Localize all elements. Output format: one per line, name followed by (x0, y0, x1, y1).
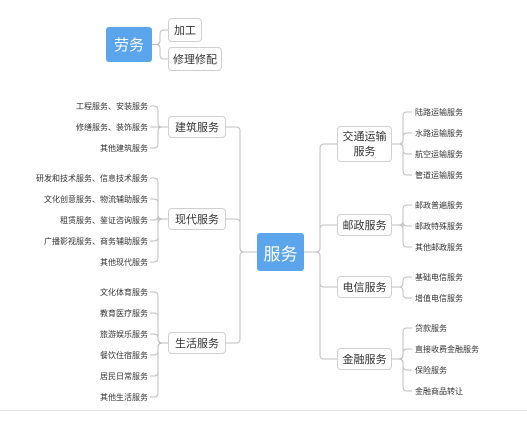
leaf-finance-1[interactable]: 贷款服务 (415, 323, 447, 333)
leaf-telecom-2[interactable]: 增值电信服务 (415, 293, 463, 303)
edge-finance-leaf-4 (392, 358, 412, 392)
edge-construction-leaf-1 (150, 105, 168, 128)
leaf-modern-1[interactable]: 研发和技术服务、信息技术服务 (36, 173, 148, 183)
edge-telecom-leaf-1 (392, 276, 412, 288)
branch-living[interactable]: 生活服务 (168, 332, 226, 354)
leaf-modern-3[interactable]: 租赁服务、鉴证咨询服务 (60, 215, 148, 225)
branch-transport[interactable]: 交通运输 服务 (337, 126, 392, 162)
leaf-finance-3[interactable]: 保险服务 (415, 365, 447, 375)
edge-transport-leaf-2 (392, 132, 412, 145)
branch-transport-line-2: 服务 (353, 145, 376, 158)
edge-living-leaf-6 (150, 342, 168, 398)
branch-construction[interactable]: 建筑服务 (168, 116, 226, 138)
leaf-finance-2[interactable]: 直接收费金融服务 (415, 344, 479, 354)
leaf-telecom-1[interactable]: 基础电信服务 (415, 272, 463, 282)
leaf-construction-2[interactable]: 修缮服务、装饰服务 (76, 122, 148, 132)
leaf-finance-4[interactable]: 金融商品转让 (415, 386, 463, 396)
edge-root-living (226, 251, 257, 344)
leaf-living-3[interactable]: 旅游娱乐服务 (100, 329, 148, 339)
leaf-transport-1[interactable]: 陆路运输服务 (415, 107, 463, 117)
edge-telecom-leaf-2 (392, 286, 412, 299)
edge-living-leaf-2 (150, 312, 168, 344)
edge-living-leaf-3 (150, 333, 168, 344)
labor-child-repair[interactable]: 修理修配 (168, 47, 222, 71)
edge-living-leaf-5 (150, 342, 168, 377)
edge-postal-leaf-3 (392, 224, 412, 248)
leaf-transport-3[interactable]: 航空运输服务 (415, 149, 463, 159)
leaf-living-2[interactable]: 教育医疗服务 (100, 308, 148, 318)
leaf-postal-3[interactable]: 其他邮政服务 (415, 242, 463, 252)
leaf-modern-5[interactable]: 其他现代服务 (100, 257, 148, 267)
leaf-living-1[interactable]: 文化体育服务 (100, 287, 148, 297)
leaf-transport-2[interactable]: 水路运输服务 (415, 128, 463, 138)
edge-finance-leaf-1 (392, 327, 412, 360)
service-root-node[interactable]: 服务 (257, 233, 304, 271)
edge-root-construction (226, 126, 257, 253)
edge-modern-leaf-4 (150, 218, 168, 242)
edge-modern-leaf-5 (150, 218, 168, 263)
edge-labor-processing (152, 29, 168, 45)
branch-finance[interactable]: 金融服务 (337, 348, 392, 370)
edge-construction-leaf-3 (150, 126, 168, 149)
edge-modern-leaf-2 (150, 198, 168, 220)
edge-postal-leaf-1 (392, 204, 412, 226)
labor-root-node[interactable]: 劳务 (106, 27, 152, 62)
leaf-living-6[interactable]: 其他生活服务 (100, 392, 148, 402)
edge-root-postal (304, 224, 337, 253)
leaf-postal-2[interactable]: 邮政特殊服务 (415, 221, 463, 231)
edge-root-finance (304, 251, 337, 360)
edge-finance-leaf-2 (392, 348, 412, 360)
bottom-divider (0, 410, 527, 411)
branch-telecom[interactable]: 电信服务 (337, 276, 392, 298)
leaf-modern-2[interactable]: 文化创意服务、物流辅助服务 (44, 194, 148, 204)
edge-living-leaf-1 (150, 291, 168, 344)
leaf-construction-3[interactable]: 其他建筑服务 (100, 143, 148, 153)
edge-transport-leaf-1 (392, 111, 412, 145)
leaf-living-4[interactable]: 餐饮住宿服务 (100, 350, 148, 360)
branch-postal[interactable]: 邮政服务 (337, 214, 392, 236)
edge-root-modern (226, 218, 257, 253)
branch-transport-line-1: 交通运输 (342, 130, 387, 143)
branch-modern[interactable]: 现代服务 (168, 208, 226, 230)
leaf-construction-1[interactable]: 工程服务、安装服务 (76, 101, 148, 111)
leaf-transport-4[interactable]: 管道运输服务 (415, 170, 463, 180)
leaf-living-5[interactable]: 居民日常服务 (100, 371, 148, 381)
leaf-postal-1[interactable]: 邮政普遍服务 (415, 200, 463, 210)
leaf-modern-4[interactable]: 广播影视服务、商务辅助服务 (44, 236, 148, 246)
labor-child-processing[interactable]: 加工 (168, 18, 202, 42)
edge-labor-repair (152, 44, 168, 60)
edge-transport-leaf-4 (392, 143, 412, 176)
